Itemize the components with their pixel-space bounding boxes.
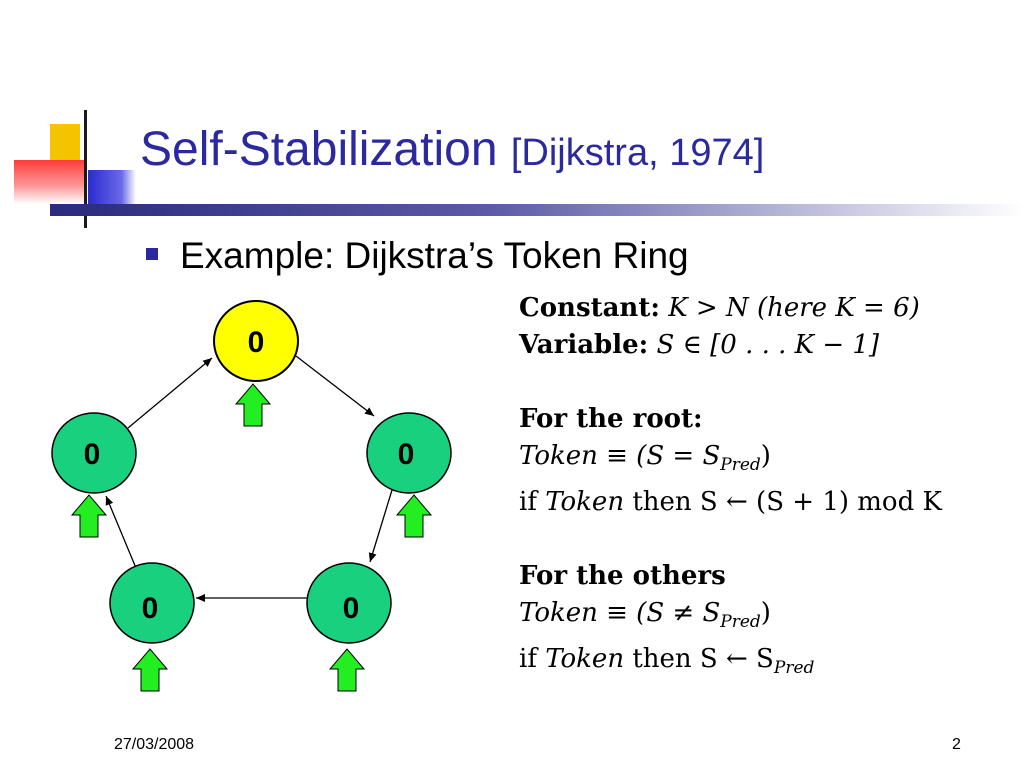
root-if-rest: then S ← (S + 1) mod K: [624, 487, 942, 517]
decor-vertical-line: [84, 110, 87, 228]
root-heading: For the root:: [519, 404, 703, 434]
algorithm-block: Constant: K > N (here K = 6) Variable: S…: [519, 290, 942, 687]
node-right-value: 0: [398, 438, 415, 471]
root-token-line: Token ≡ (S = SPred): [519, 438, 942, 484]
root-if-keyword: if: [519, 487, 546, 517]
title-underline: [50, 204, 1024, 216]
root-token-close: ): [760, 441, 771, 471]
node-bottom-left: 0: [109, 562, 195, 644]
others-token-expr: Token ≡ (S ≠ S: [519, 598, 721, 628]
decor-yellow-square: [50, 124, 80, 164]
page-number: 2: [952, 736, 961, 753]
constant-label: Constant:: [519, 293, 660, 323]
token-arrow-right-icon: [395, 494, 433, 538]
title-main: Self-Stabilization: [140, 123, 498, 176]
constant-expr: K > N (here K = 6): [668, 293, 920, 323]
edge-left-to-root: [127, 357, 213, 429]
token-arrow-left-icon: [70, 494, 108, 538]
bullet-square-icon: [146, 248, 158, 261]
edge-root-to-right: [295, 355, 375, 417]
others-if-token: Token: [545, 644, 625, 674]
others-if-rest: then S ← S: [624, 644, 774, 674]
root-if-token: Token: [545, 487, 625, 517]
variable-label: Variable:: [519, 330, 649, 360]
token-ring-diagram: 0 0 0 0 0: [51, 300, 452, 692]
title-citation: [Dijkstra, 1974]: [510, 132, 765, 174]
others-if-line: if Token then S ← SPred: [519, 641, 942, 687]
node-root: 0: [213, 300, 299, 382]
others-heading: For the others: [519, 561, 726, 591]
edge-bottom-left-to-left: [105, 495, 137, 569]
root-if-line: if Token then S ← (S + 1) mod K: [519, 484, 942, 521]
bullet-item: Example: Dijkstra’s Token Ring: [146, 234, 689, 278]
footer-date: 27/03/2008: [114, 736, 195, 753]
node-root-value: 0: [248, 326, 265, 359]
root-token-sub: Pred: [720, 455, 761, 475]
others-token-sub: Pred: [720, 612, 761, 632]
variable-expr: S ∈ [0 . . . K − 1]: [656, 330, 880, 360]
node-left-value: 0: [84, 438, 101, 471]
logo-decoration: [0, 0, 140, 240]
root-token-expr: Token ≡ (S = S: [519, 441, 721, 471]
node-bottom-left-value: 0: [142, 592, 159, 625]
node-right: 0: [366, 412, 452, 494]
slide-title: Self-Stabilization [Dijkstra, 1974]: [140, 126, 764, 174]
variable-line: Variable: S ∈ [0 . . . K − 1]: [519, 327, 942, 364]
node-bottom-right: 0: [306, 562, 392, 644]
decor-red-square: [14, 160, 84, 204]
others-if-keyword: if: [519, 644, 546, 674]
node-bottom-right-value: 0: [343, 592, 360, 625]
token-arrow-root-icon: [234, 383, 272, 427]
node-left: 0: [51, 412, 137, 494]
token-arrow-bottom-right-icon: [328, 648, 366, 692]
others-token-line: Token ≡ (S ≠ SPred): [519, 595, 942, 641]
constant-line: Constant: K > N (here K = 6): [519, 290, 942, 327]
others-if-sub: Pred: [773, 658, 815, 678]
bullet-text: Example: Dijkstra’s Token Ring: [180, 235, 689, 276]
others-token-close: ): [760, 598, 771, 628]
token-arrow-bottom-left-icon: [131, 648, 169, 692]
edge-right-to-bottom-right: [368, 489, 393, 563]
